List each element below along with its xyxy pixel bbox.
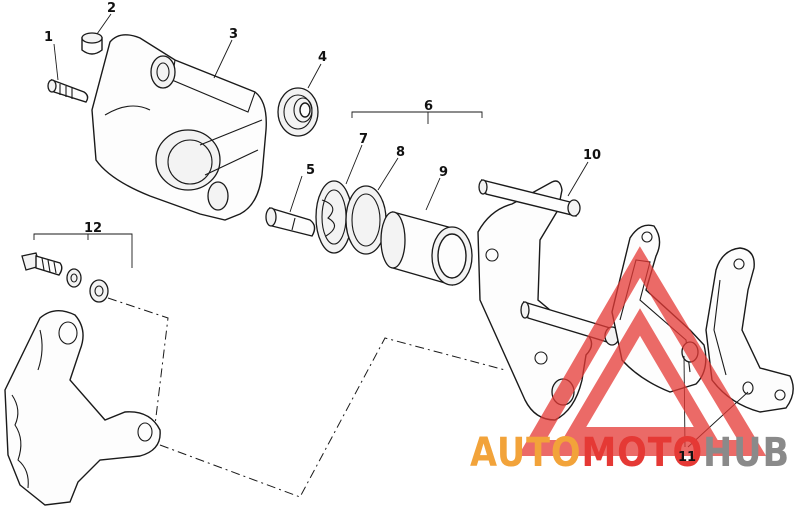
callout-12: 12 (84, 221, 102, 236)
callout-7: 7 (359, 132, 368, 147)
center-line-main (159, 337, 506, 498)
cap (81, 32, 103, 55)
leader-lines (33, 13, 749, 448)
watermark-text: AUTOMOTOHUB (470, 430, 790, 476)
callout-6: 6 (424, 99, 433, 114)
bleed-screw (47, 78, 89, 103)
callout-3: 3 (229, 27, 238, 42)
callout-8: 8 (396, 145, 405, 160)
ring-seal (345, 185, 387, 255)
center-line-bolt (107, 297, 169, 426)
pin (265, 207, 316, 237)
boot (277, 87, 319, 137)
bolt-and-washers (21, 252, 109, 303)
brake-pad-outer (705, 247, 794, 413)
callout-4: 4 (318, 50, 327, 65)
watermark-text-auto: AUTO (470, 430, 581, 476)
caliper-body (91, 34, 267, 221)
callout-5: 5 (306, 163, 315, 178)
callout-2: 2 (107, 1, 116, 16)
watermark-logo (518, 246, 767, 456)
piston (380, 211, 473, 286)
callout-10: 10 (583, 148, 601, 163)
watermark-text-hub: HUB (703, 430, 790, 476)
mounting-bracket (4, 310, 161, 506)
callout-11: 11 (678, 450, 696, 465)
watermark-text-moto: MOTO (581, 430, 703, 476)
callout-9: 9 (439, 165, 448, 180)
callout-1: 1 (44, 30, 53, 45)
spring-seal (315, 180, 353, 254)
